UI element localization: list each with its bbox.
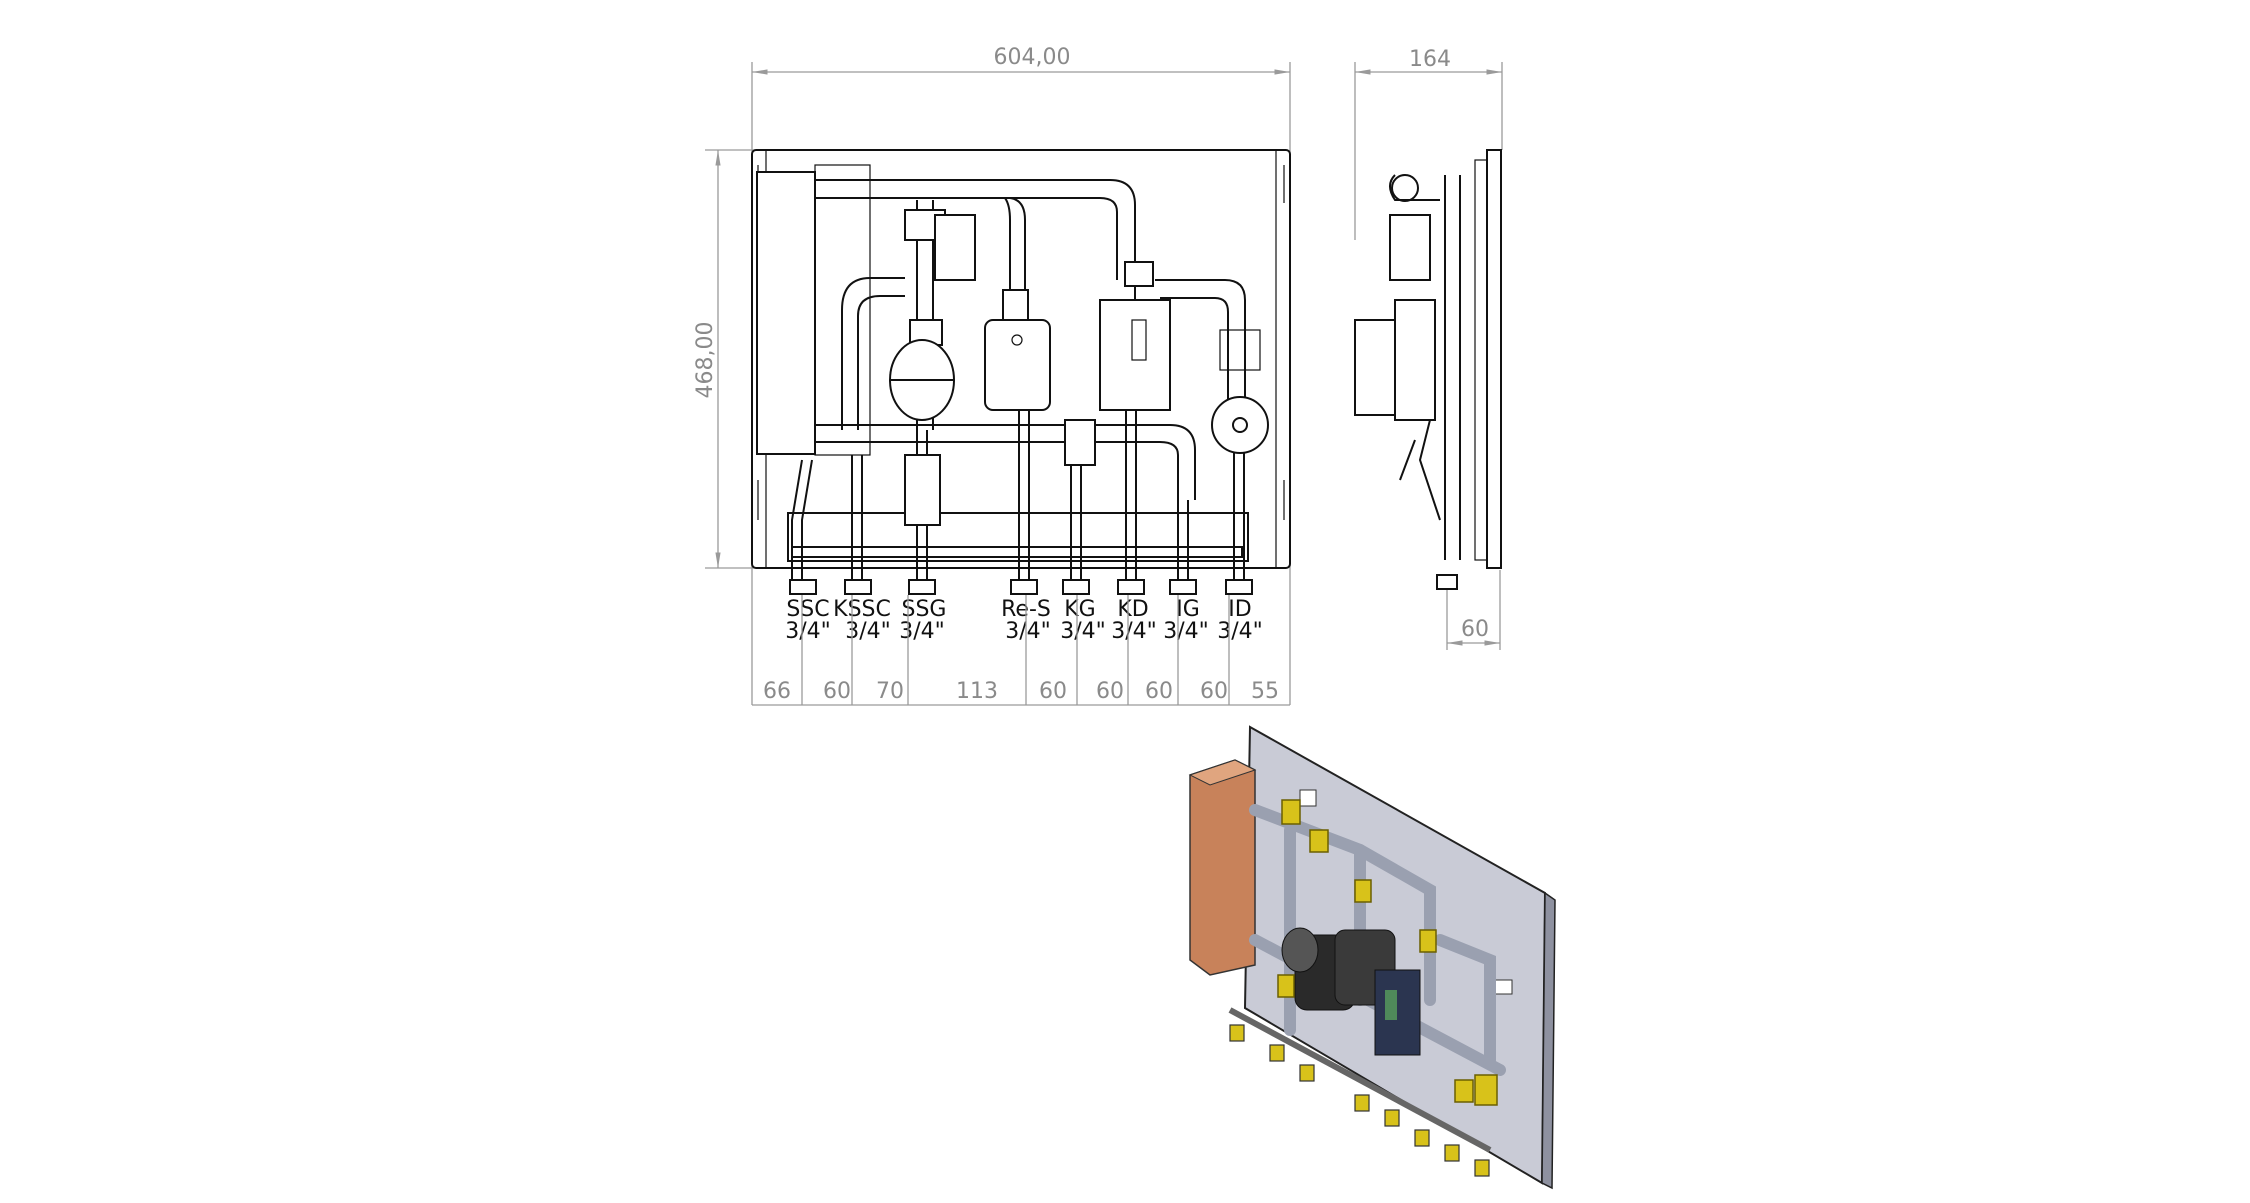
connection-size: 3/4": [1060, 619, 1106, 644]
offset-dimension-text: 60: [1461, 617, 1489, 642]
spacing-value: 66: [763, 679, 791, 704]
connection-size: 3/4": [1217, 619, 1263, 644]
front-view: [751, 149, 1291, 595]
spacing-value: 60: [823, 679, 851, 704]
width-dimension-text: 604,00: [994, 45, 1071, 70]
connection-size: 3/4": [1163, 619, 1209, 644]
spacing-value: 60: [1096, 679, 1124, 704]
height-dimension-text: 468,00: [693, 322, 718, 399]
spacing-value: 55: [1251, 679, 1279, 704]
connection-name: KD: [1117, 597, 1148, 622]
connection-labels: SSC 3/4" KSSC 3/4" SSG 3/4" Re-S 3/4" KG…: [785, 597, 1263, 644]
connection-size: 3/4": [899, 619, 945, 644]
spacing-dimensions: 66 60 70 113 60 60 60 60 55: [752, 595, 1290, 706]
connection-name: KSSC: [833, 597, 891, 622]
connection-name: SSC: [786, 597, 829, 622]
height-dimension: 468,00: [693, 149, 770, 569]
spacing-value: 70: [876, 679, 904, 704]
side-view: 164 60: [1354, 47, 1503, 650]
connection-size: 3/4": [1111, 619, 1157, 644]
connection-name: SSG: [902, 597, 947, 622]
connection-name: ID: [1228, 597, 1251, 622]
connection-name: IG: [1176, 597, 1200, 622]
connection-size: 3/4": [1005, 619, 1051, 644]
isometric-view: [1188, 725, 1556, 1190]
spacing-value: 113: [956, 679, 998, 704]
connection-size: 3/4": [845, 619, 891, 644]
spacing-value: 60: [1039, 679, 1067, 704]
spacing-value: 60: [1200, 679, 1228, 704]
spacing-value: 60: [1145, 679, 1173, 704]
depth-dimension-text: 164: [1409, 47, 1451, 72]
connection-name: KG: [1064, 597, 1095, 622]
connection-size: 3/4": [785, 619, 831, 644]
